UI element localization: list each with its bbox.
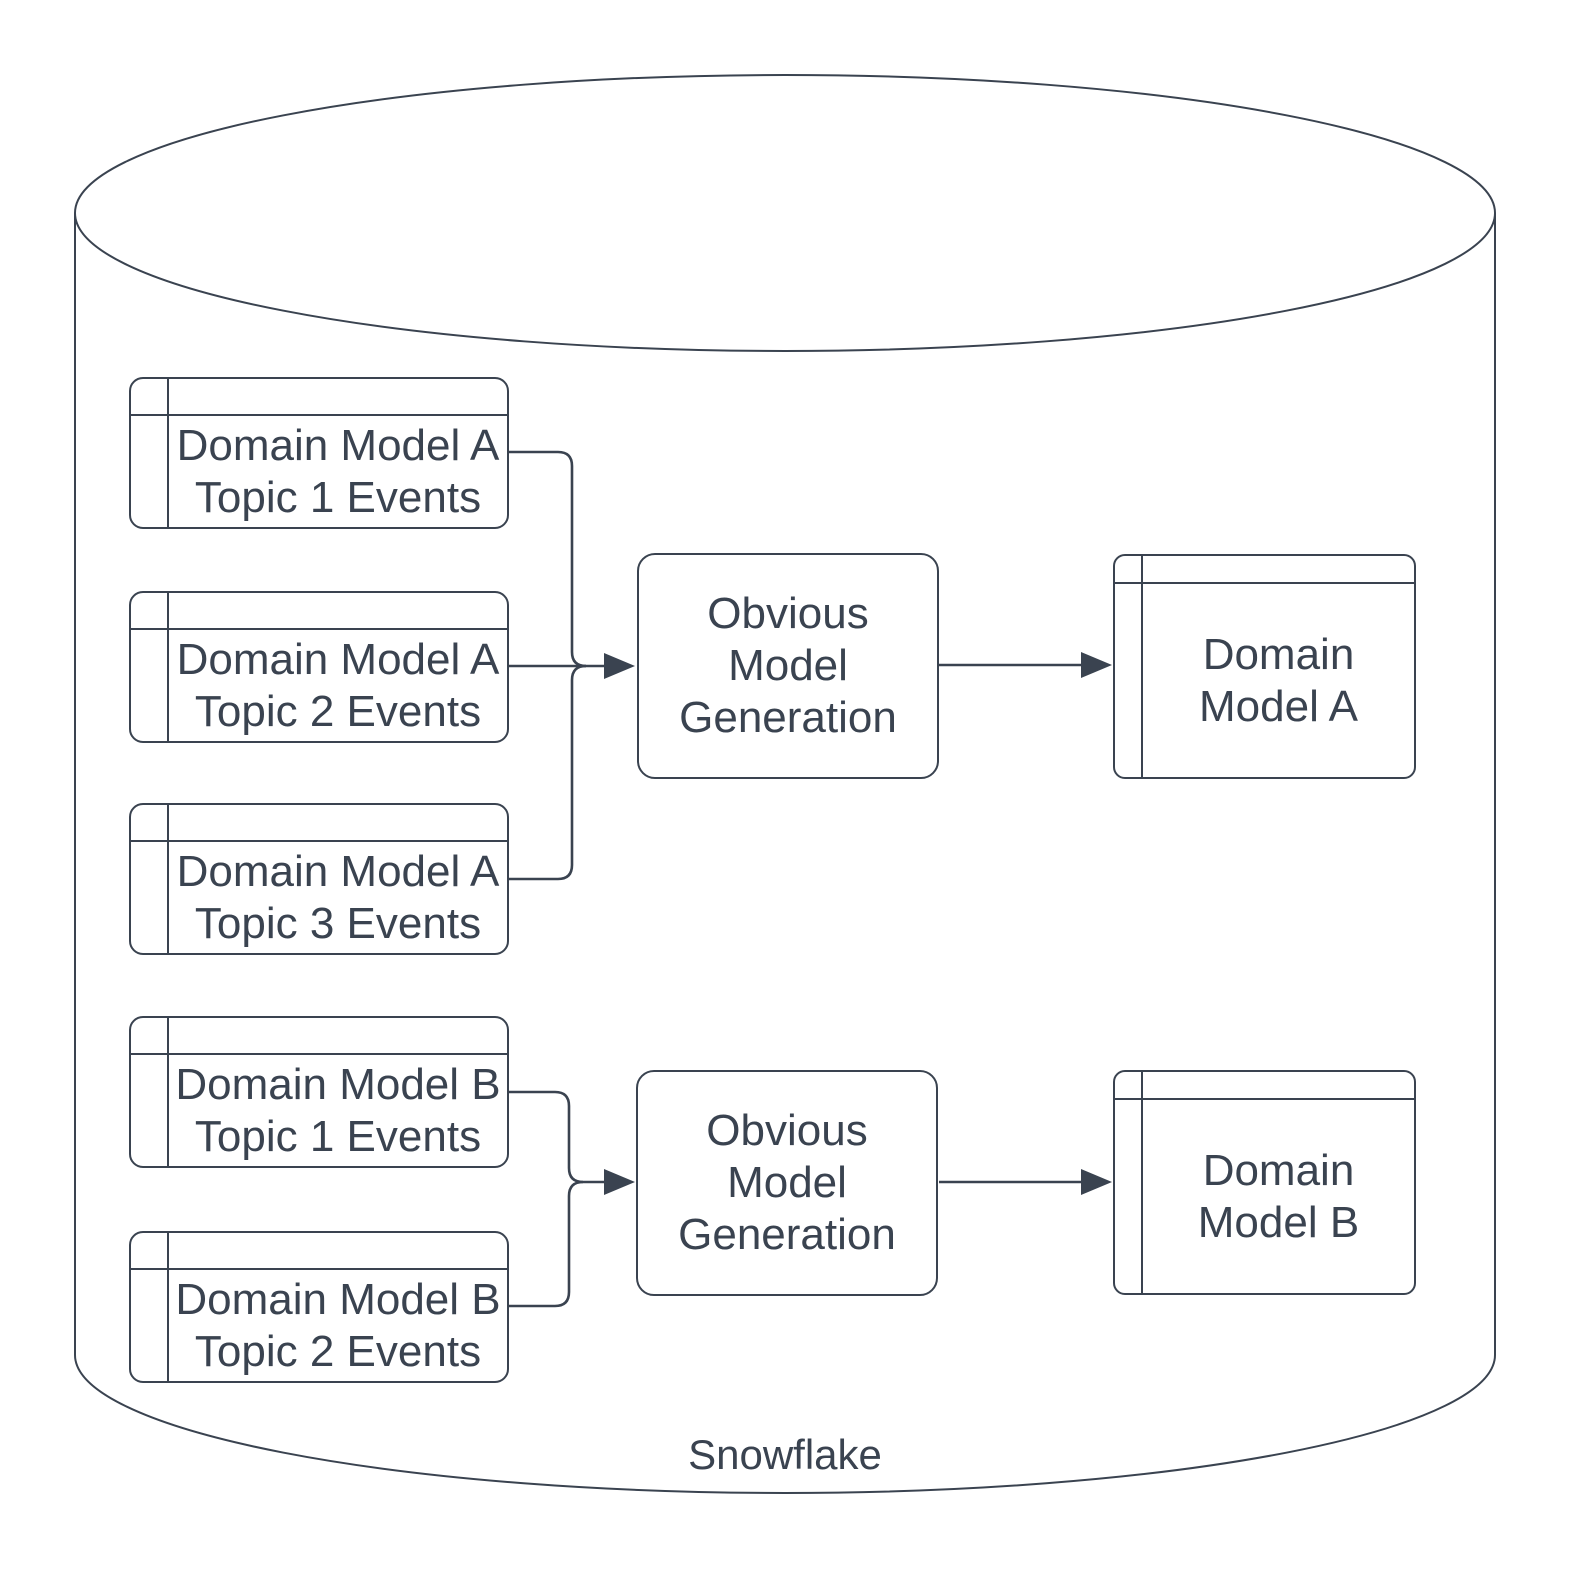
arrowhead-into-generation-b	[604, 1169, 635, 1195]
table-left-divider	[167, 593, 169, 741]
node-label-line: Model B	[1197, 1197, 1360, 1247]
arrowhead-into-model-a	[1081, 652, 1112, 678]
table-node-domain-model-a: Domain Model A	[1113, 554, 1416, 779]
process-node-obvious-model-generation-a: Obvious Model Generation	[637, 553, 939, 779]
node-label-line: Generation	[678, 1210, 896, 1259]
edge-b-topic2-to-generation-b	[509, 1180, 584, 1308]
node-label-line: Topic 1 Events	[194, 1111, 482, 1161]
node-label: Domain Model B Topic 2 Events	[169, 1270, 507, 1381]
table-node-domain-b-topic-2: Domain Model B Topic 2 Events	[129, 1231, 509, 1383]
table-node-domain-a-topic-3: Domain Model A Topic 3 Events	[129, 803, 509, 955]
cylinder-label-snowflake: Snowflake	[688, 1431, 882, 1478]
table-header-divider	[131, 1268, 507, 1270]
cylinder-top-ellipse	[74, 74, 1496, 352]
table-header-divider	[1115, 582, 1414, 584]
table-header-divider	[131, 1053, 507, 1055]
node-label-line: Model	[728, 641, 848, 690]
node-label-line: Domain Model B	[175, 1059, 501, 1109]
table-header-divider	[131, 840, 507, 842]
table-header-divider	[131, 628, 507, 630]
node-label-line: Domain Model A	[176, 634, 500, 684]
node-label-line: Obvious	[706, 1106, 868, 1155]
node-label-line: Model	[727, 1158, 847, 1207]
node-label: Domain Model A Topic 2 Events	[169, 630, 507, 741]
snowflake-cylinder	[74, 74, 1496, 1494]
node-label: Domain Model A Topic 3 Events	[169, 842, 507, 953]
table-header-divider	[131, 414, 507, 416]
edge-a-topic1-to-generation-a	[509, 450, 587, 668]
table-left-divider	[167, 379, 169, 527]
table-left-divider	[1141, 1072, 1143, 1293]
process-node-obvious-model-generation-b: Obvious Model Generation	[636, 1070, 938, 1296]
cylinder-body	[74, 213, 1496, 1494]
arrowhead-into-generation-a	[604, 653, 635, 679]
table-node-domain-model-b: Domain Model B	[1113, 1070, 1416, 1295]
node-label-line: Topic 3 Events	[194, 898, 482, 948]
node-label: Domain Model B Topic 1 Events	[169, 1055, 507, 1166]
node-label: Domain Model A	[1143, 584, 1414, 777]
node-label-line: Model A	[1199, 681, 1358, 731]
edge-b-topic1-to-generation-b	[509, 1090, 584, 1184]
node-label: Domain Model A Topic 1 Events	[169, 416, 507, 527]
edge-a-topic3-to-generation-a	[509, 664, 587, 881]
table-left-divider	[167, 1018, 169, 1166]
node-label-line: Topic 2 Events	[194, 686, 482, 736]
node-label-line: Domain Model A	[176, 846, 500, 896]
table-left-divider	[167, 1233, 169, 1381]
table-node-domain-a-topic-1: Domain Model A Topic 1 Events	[129, 377, 509, 529]
table-header-divider	[1115, 1098, 1414, 1100]
node-label-line: Domain	[1202, 1145, 1355, 1195]
arrowhead-into-model-b	[1081, 1169, 1112, 1195]
node-label-line: Topic 1 Events	[194, 472, 482, 522]
node-label-line: Topic 2 Events	[194, 1326, 482, 1376]
node-label-line: Obvious	[707, 589, 869, 638]
table-node-domain-b-topic-1: Domain Model B Topic 1 Events	[129, 1016, 509, 1168]
table-node-domain-a-topic-2: Domain Model A Topic 2 Events	[129, 591, 509, 743]
node-label-line: Domain	[1202, 629, 1355, 679]
table-left-divider	[1141, 556, 1143, 777]
node-label-line: Generation	[679, 693, 897, 742]
node-label-line: Domain Model A	[176, 420, 500, 470]
node-label: Domain Model B	[1143, 1100, 1414, 1293]
node-label-line: Domain Model B	[175, 1274, 501, 1324]
table-left-divider	[167, 805, 169, 953]
